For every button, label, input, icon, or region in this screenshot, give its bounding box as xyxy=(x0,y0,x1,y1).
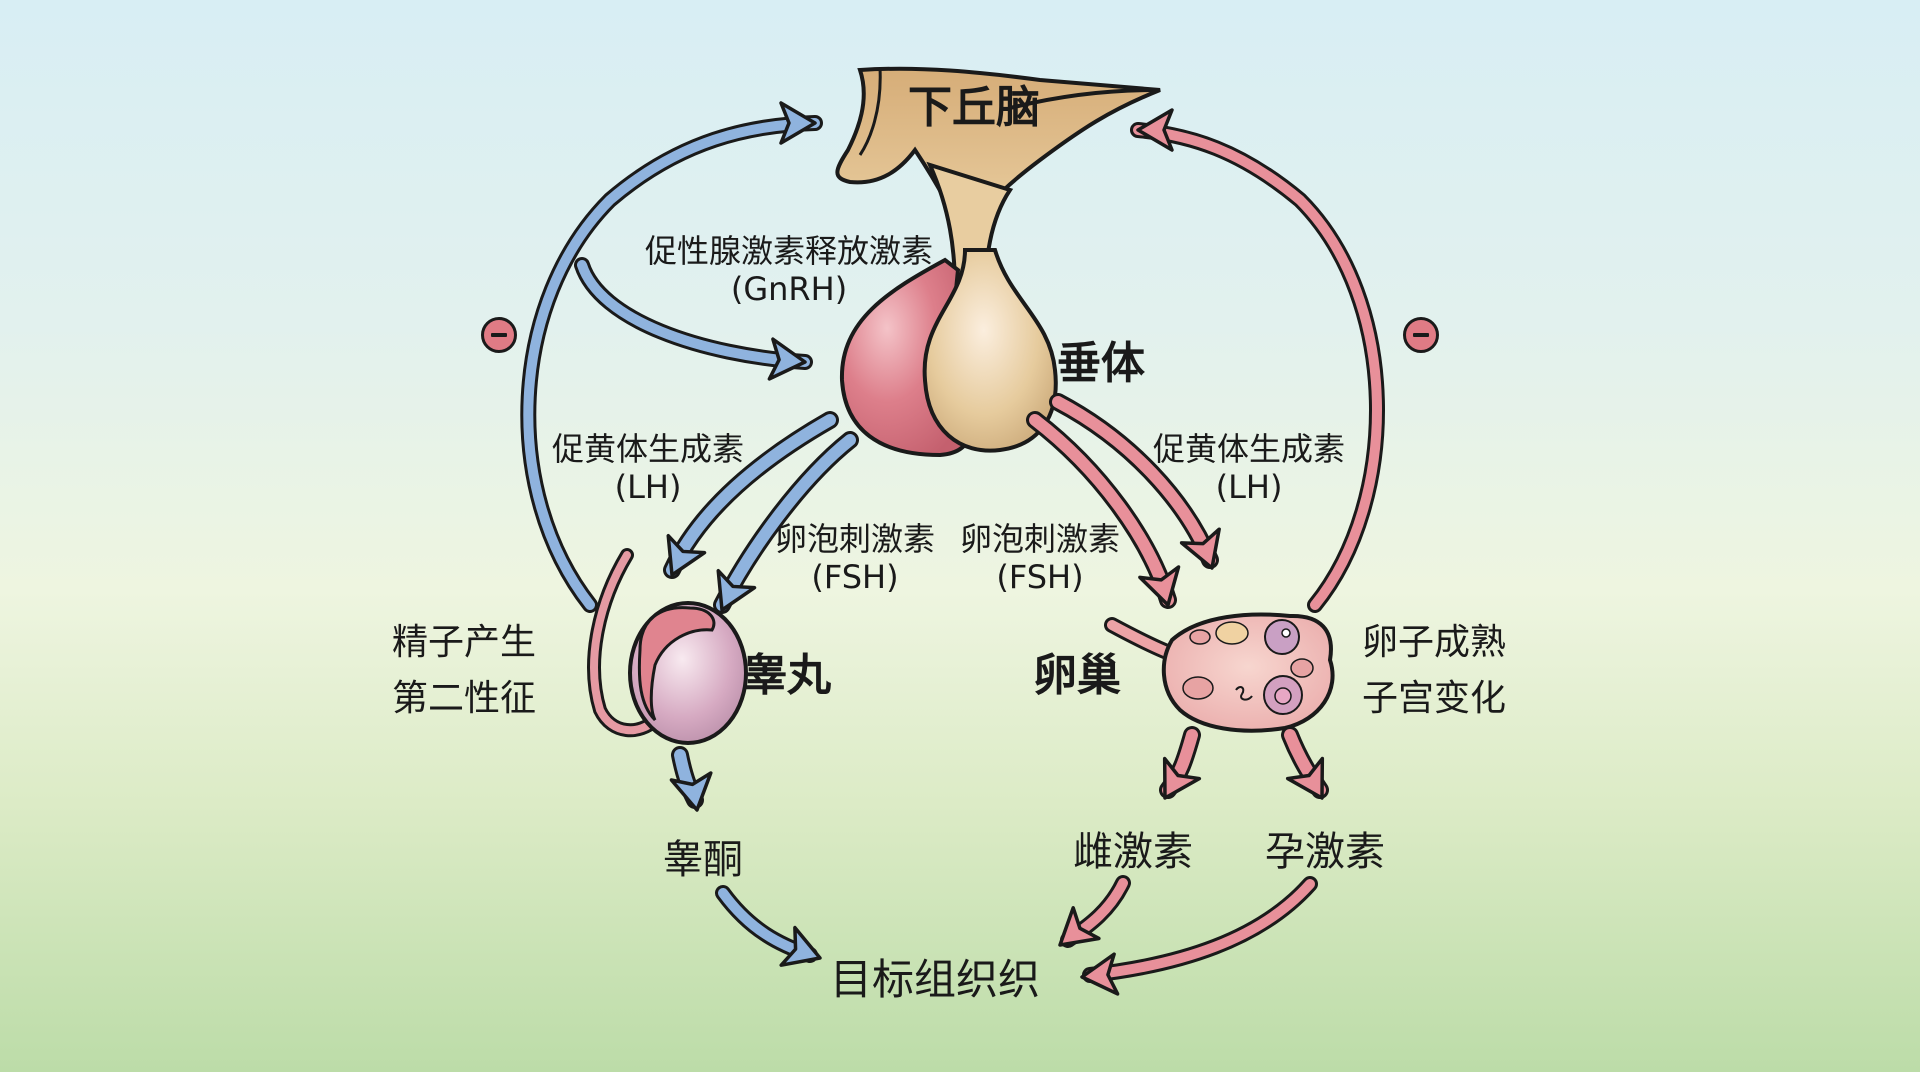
negative-feedback-left-icon xyxy=(481,317,517,353)
progesterone-arrow-to-target-body xyxy=(1085,879,1315,980)
testosterone-arrow-to-target-head-icon xyxy=(779,925,822,967)
fsh-left-name: 卵泡刺激素 xyxy=(775,520,936,558)
ovary-shape xyxy=(1104,612,1335,733)
fsh-arrow-to-testis-head-icon xyxy=(716,568,757,612)
gnrh-arrow-to-pituitary-head-icon xyxy=(767,337,807,381)
gnrh-arrow-to-pituitary xyxy=(574,257,813,381)
testis-shape xyxy=(587,548,748,745)
negative-feedback-right-icon xyxy=(1403,317,1439,353)
feedback-arrow-female-to-hypothalamus-outline xyxy=(1130,122,1385,613)
lh-arrow-to-ovary-head-icon xyxy=(1179,527,1221,570)
female-effects: 卵子成熟 子宫变化 xyxy=(1362,615,1506,727)
testis-label: 睾丸 xyxy=(743,650,831,701)
feedback-arrow-male-to-hypothalamus-head-icon xyxy=(779,101,817,145)
estrogen-arrow-to-target xyxy=(1058,875,1131,948)
male-effect-1: 精子产生 xyxy=(392,622,537,663)
feedback-arrow-female-to-hypothalamus xyxy=(1130,108,1385,613)
fsh-arrow-to-ovary xyxy=(1026,411,1181,609)
estrogen-arrow-to-target-head-icon xyxy=(1058,906,1101,947)
fsh-arrow-to-ovary-body xyxy=(1029,414,1174,606)
female-effect-2: 子宫变化 xyxy=(1362,677,1507,719)
gnrh-abbr: (GnRH) xyxy=(730,270,848,309)
lh-right-name: 促黄体生成素 xyxy=(1153,430,1346,468)
lh-arrow-to-ovary xyxy=(1049,393,1221,570)
lh-arrow-to-ovary-body xyxy=(1052,396,1216,566)
female-effect-1: 卵子成熟 xyxy=(1362,622,1507,663)
fsh-arrow-to-testis xyxy=(713,431,859,614)
estrogen-label: 雌激素 xyxy=(1073,829,1193,875)
lh-right-label: 促黄体生成素 (LH) xyxy=(1153,430,1345,507)
ovary-label: 卵巢 xyxy=(1033,650,1121,701)
lh-right-abbr: (LH) xyxy=(1215,468,1283,507)
lh-left-name: 促黄体生成素 xyxy=(552,430,745,468)
pituitary-posterior xyxy=(922,248,1058,453)
fsh-arrow-to-ovary-head-icon xyxy=(1138,565,1181,607)
lh-left-abbr: (LH) xyxy=(614,468,682,507)
gnrh-name: 促性腺激素释放激素 xyxy=(645,232,934,270)
target-tissue-label: 目标组织织 xyxy=(830,955,1041,1004)
lh-arrow-to-testis-head-icon xyxy=(666,533,707,577)
male-effect-2: 第二性征 xyxy=(392,677,537,719)
arrow-layer xyxy=(520,101,1385,996)
lh-left-label: 促黄体生成素 (LH) xyxy=(552,430,744,507)
estrogen-arrow-down-head-icon xyxy=(1162,756,1202,800)
progesterone-arrow-to-target-head-icon xyxy=(1080,952,1120,996)
testosterone-label: 睾酮 xyxy=(663,837,743,883)
fsh-left-abbr: (FSH) xyxy=(811,558,899,597)
progesterone-arrow-down-head-icon xyxy=(1285,756,1325,800)
feedback-arrow-female-to-hypothalamus-body xyxy=(1133,125,1382,610)
fsh-right-label: 卵泡刺激素 (FSH) xyxy=(960,520,1120,597)
feedback-arrow-male-to-hypothalamus xyxy=(520,101,823,613)
progesterone-arrow-down xyxy=(1281,726,1329,800)
progesterone-arrow-to-target xyxy=(1080,876,1318,996)
progesterone-label: 孕激素 xyxy=(1265,829,1385,875)
lh-arrow-to-testis xyxy=(663,411,839,579)
gnrh-arrow-to-pituitary-body xyxy=(577,260,810,367)
testosterone-arrow-to-target xyxy=(715,885,822,967)
lh-arrow-to-testis-body xyxy=(666,414,836,576)
testosterone-arrow-down xyxy=(669,746,713,812)
male-effects: 精子产生 第二性征 xyxy=(392,615,536,727)
estrogen-arrow-down xyxy=(1159,726,1202,800)
fsh-left-label: 卵泡刺激素 (FSH) xyxy=(775,520,935,597)
testosterone-arrow-down-head-icon xyxy=(669,771,713,812)
fsh-right-name: 卵泡刺激素 xyxy=(960,520,1121,558)
feedback-arrow-male-to-hypothalamus-body xyxy=(523,118,820,610)
gnrh-label: 促性腺激素释放激素 (GnRH) xyxy=(645,232,933,309)
hypothalamus-label: 下丘脑 xyxy=(908,82,1040,133)
fsh-right-abbr: (FSH) xyxy=(996,558,1084,597)
feedback-arrow-female-to-hypothalamus-head-icon xyxy=(1136,108,1174,152)
pituitary-label: 垂体 xyxy=(1057,338,1145,389)
